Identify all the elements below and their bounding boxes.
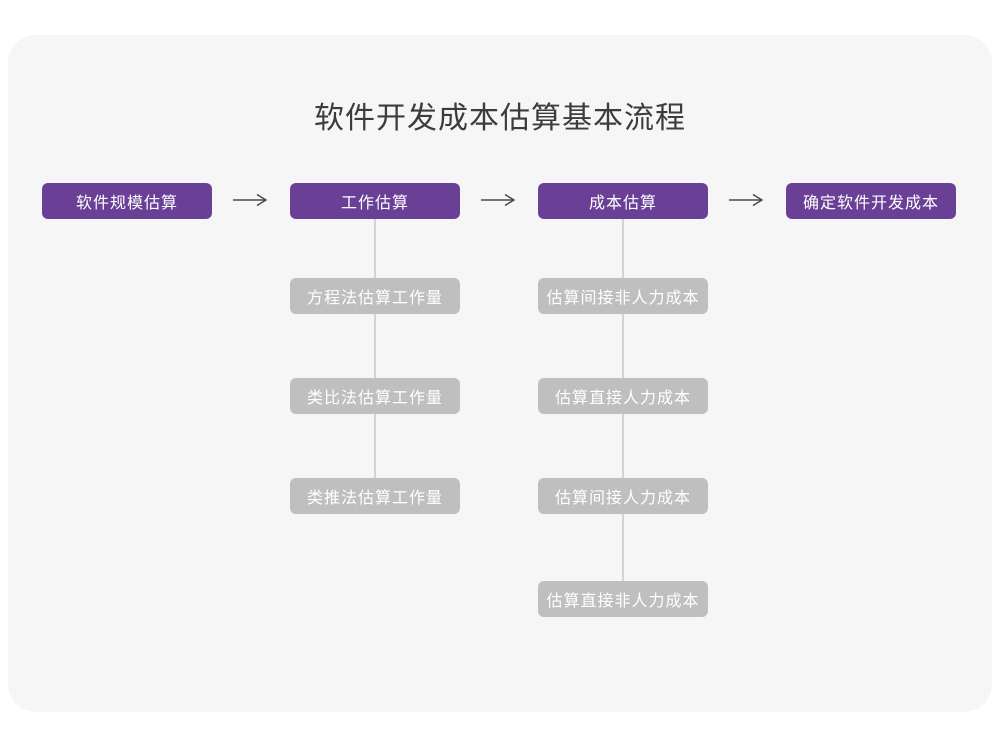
- main-step-node: 成本估算: [538, 183, 708, 219]
- flowchart-card: 软件开发成本估算基本流程 软件规模估算 工作估算 成本估算 确定软件开发成本 方…: [8, 35, 992, 712]
- flow-arrow-icon: [233, 193, 268, 207]
- main-step-node: 确定软件开发成本: [786, 183, 956, 219]
- sub-step-node: 类推法估算工作量: [290, 478, 460, 514]
- main-step-node: 软件规模估算: [42, 183, 212, 219]
- connector-line-work-column: [374, 219, 376, 496]
- main-step-node: 工作估算: [290, 183, 460, 219]
- sub-step-node: 类比法估算工作量: [290, 378, 460, 414]
- flow-arrow-icon: [481, 193, 516, 207]
- diagram-title: 软件开发成本估算基本流程: [314, 102, 686, 135]
- flow-arrow-icon: [729, 193, 764, 207]
- sub-step-node: 估算间接非人力成本: [538, 278, 708, 314]
- sub-step-node: 估算间接人力成本: [538, 478, 708, 514]
- sub-step-node: 方程法估算工作量: [290, 278, 460, 314]
- sub-step-node: 估算直接人力成本: [538, 378, 708, 414]
- sub-step-node: 估算直接非人力成本: [538, 581, 708, 617]
